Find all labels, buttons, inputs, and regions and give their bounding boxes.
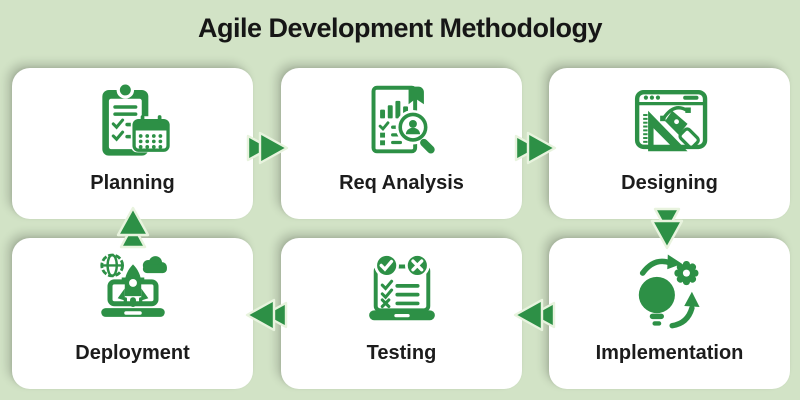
laptop-rocket-globe-cloud-icon <box>99 253 167 317</box>
card-implementation: Implementation <box>549 238 790 389</box>
arrow-deployment-to-planning-icon <box>116 206 150 249</box>
arrow-req-analysis-to-designing-icon <box>514 131 557 165</box>
card-req-analysis: Req Analysis <box>281 68 522 219</box>
card-label-deployment: Deployment <box>75 342 190 364</box>
arrow-implementation-to-testing-icon <box>513 298 556 332</box>
arrow-designing-to-implementation-icon <box>650 207 684 250</box>
card-label-req-analysis: Req Analysis <box>339 172 464 194</box>
page-title: Agile Development Methodology <box>197 13 603 43</box>
card-label-testing: Testing <box>366 342 437 364</box>
document-barchart-magnifier-user-icon <box>371 85 435 154</box>
arrow-testing-to-deployment-icon <box>245 298 288 332</box>
clipboard-checklist-calendar-icon <box>101 81 171 156</box>
laptop-checklist-pass-fail-icon <box>368 253 435 321</box>
card-label-implementation: Implementation <box>595 342 744 364</box>
card-label-planning: Planning <box>90 172 175 194</box>
card-deployment: Deployment <box>12 238 253 389</box>
card-testing: Testing <box>281 238 522 389</box>
card-planning: Planning <box>12 68 253 219</box>
card-label-designing: Designing <box>621 172 718 194</box>
card-designing: Designing <box>549 68 790 219</box>
arrow-planning-to-req-analysis-icon <box>246 131 289 165</box>
lightbulb-gear-cycle-icon <box>638 254 700 329</box>
browser-pen-ruler-icon <box>634 89 707 152</box>
